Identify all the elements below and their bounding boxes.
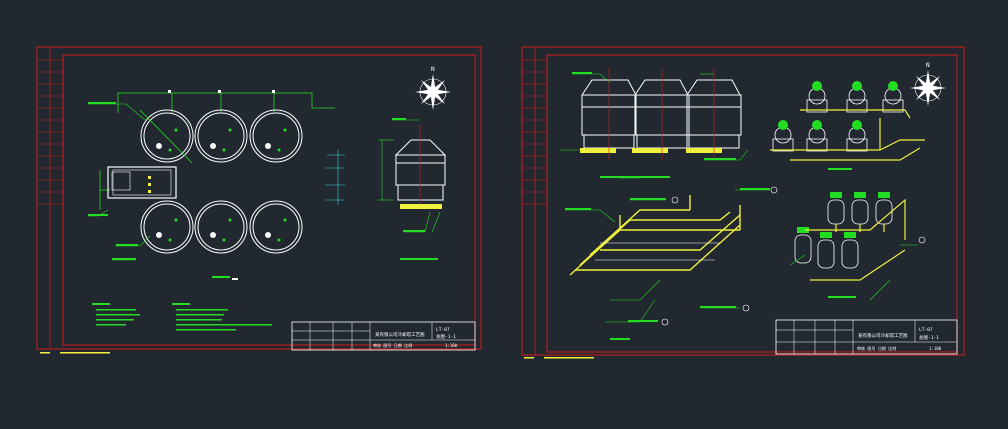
compass-rose: N: [415, 66, 451, 110]
plan-pipe-header: [99, 92, 335, 210]
cooling-tower-elevation: [394, 125, 447, 205]
sheet-plan[interactable]: N: [36, 46, 482, 354]
title-block-footer: 审核 图号 日期 比例: [373, 342, 412, 348]
general-notes: [92, 303, 272, 331]
dimension-lines: [325, 150, 345, 205]
scale-label: 1:100: [445, 343, 458, 348]
sheet-border-inner: [546, 54, 958, 353]
title-block[interactable]: 某有限公司冷却塔工艺图 LT-07 总图-1-1 审核 图号 日期 比例 1:1…: [775, 319, 958, 355]
isometric-piping: [569, 195, 741, 276]
project-title: 某有限公司冷却塔工艺图: [375, 331, 425, 338]
sheet-label: 总图-1-1: [919, 334, 939, 341]
title-block-footer: 审核 图号 日期 比例: [857, 345, 896, 351]
project-title: 某有限公司冷却塔工艺图: [858, 332, 908, 339]
title-block[interactable]: 某有限公司冷却塔工艺图 LT-07 总图-1-1 审核 图号 日期 比例 1:1…: [291, 321, 476, 351]
cooling-tower-plan: [140, 109, 303, 254]
sheet-piping[interactable]: N: [521, 46, 965, 359]
drawing-number: LT-07: [919, 327, 933, 333]
svg-text:N: N: [431, 66, 435, 73]
water-basin: [107, 166, 177, 199]
svg-text:N: N: [926, 62, 930, 69]
sheet-border-inner: [62, 54, 476, 346]
sheet-border-outer: [36, 46, 482, 350]
drawing-number: LT-07: [436, 327, 450, 333]
compass-rose: N: [910, 62, 946, 106]
isometric-towers: [770, 81, 925, 161]
sheet-border-outer: [521, 46, 965, 356]
tower-elevation-group: [581, 79, 742, 149]
sheet-label: 总图-1-1: [436, 333, 456, 340]
tank-cluster: [789, 192, 926, 301]
scale-label: 1:100: [929, 346, 942, 351]
